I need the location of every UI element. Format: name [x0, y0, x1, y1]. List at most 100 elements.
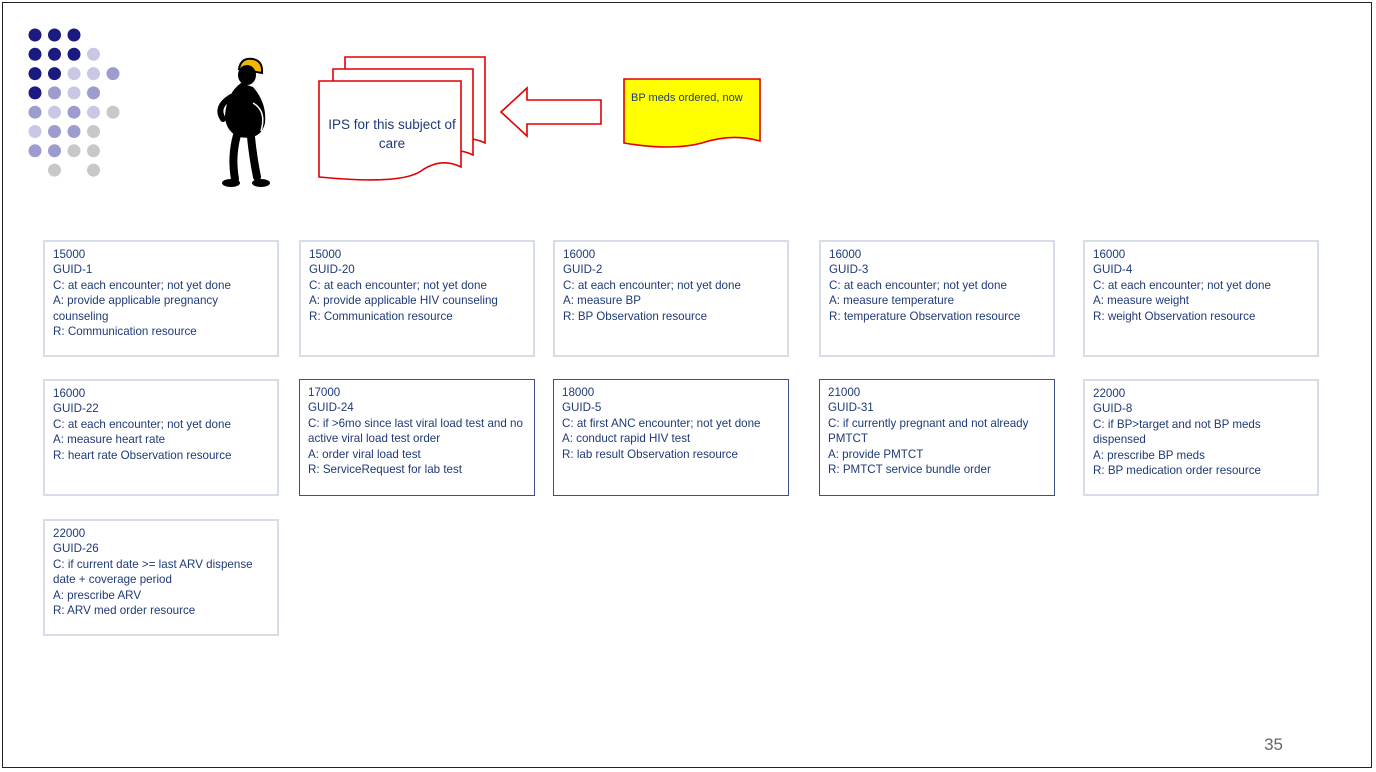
card-line: GUID-31	[828, 401, 874, 415]
decorative-dot	[67, 125, 81, 138]
card-line: C: at each encounter; not yet done	[829, 278, 1007, 292]
card-line: GUID-3	[829, 263, 869, 277]
decorative-dot	[87, 163, 100, 177]
decorative-dot	[67, 144, 81, 158]
dot-rows	[28, 28, 120, 177]
card-line: A: measure BP	[563, 294, 641, 308]
decorative-dot	[48, 28, 61, 42]
card-line: A: provide PMTCT	[828, 447, 924, 461]
decorative-dot	[48, 163, 61, 177]
card-line: R: Communication resource	[309, 309, 453, 323]
card-line: 21000	[828, 386, 861, 399]
card-line: 16000	[829, 248, 862, 261]
decorative-dot	[48, 86, 61, 100]
card-line: C: at each encounter; not yet done	[309, 278, 487, 292]
decorative-dot	[28, 144, 42, 158]
card-line: C: at first ANC encounter; not yet done	[562, 416, 761, 430]
card-line: GUID-1	[53, 263, 93, 277]
decorative-dot	[28, 125, 42, 138]
decorative-dot	[28, 67, 42, 81]
card-line: C: if >6mo since last viral load test an…	[308, 416, 527, 446]
decorative-dot	[67, 105, 81, 119]
decorative-dot	[48, 47, 61, 61]
card-line: A: provide applicable HIV counseling	[309, 294, 498, 308]
document-label: IPS for this subject of care	[328, 117, 456, 151]
card-line: 17000	[308, 386, 341, 399]
decorative-dot	[28, 28, 42, 42]
card-line: C: if BP>target and not BP meds dispense…	[1093, 417, 1264, 447]
card-line: 15000	[53, 248, 86, 261]
card-line: R: Communication resource	[53, 325, 197, 339]
decorative-dot	[67, 28, 81, 42]
card-line: C: at each encounter; not yet done	[53, 278, 231, 292]
card-line: R: ServiceRequest for lab test	[308, 463, 463, 477]
card-line: R: BP medication order resource	[1093, 464, 1261, 478]
decorative-dot	[67, 86, 81, 100]
decorative-dot	[87, 144, 100, 158]
card-line: R: BP Observation resource	[563, 309, 708, 323]
card-line: GUID-4	[1093, 263, 1133, 277]
card-line: R: PMTCT service bundle order	[828, 463, 991, 477]
person-figure-icon	[217, 57, 270, 187]
card-line: A: conduct rapid HIV test	[562, 432, 691, 446]
card-line: 16000	[563, 248, 596, 261]
card-line: GUID-20	[309, 263, 355, 277]
decorative-dot	[67, 47, 81, 61]
card-line: GUID-8	[1093, 402, 1133, 416]
card-line: R: temperature Observation resource	[829, 309, 1021, 323]
card-line: C: if current date >= last ARV dispense …	[53, 557, 256, 587]
decorative-dot	[87, 47, 100, 61]
decorative-dot	[48, 144, 61, 158]
page-number: 35	[1264, 735, 1283, 754]
card-line: C: at each encounter; not yet done	[1093, 278, 1271, 292]
decorative-dot	[28, 86, 42, 100]
decorative-dot	[48, 105, 61, 119]
decorative-dot	[87, 105, 100, 119]
card-line: C: at each encounter; not yet done	[563, 278, 741, 292]
card-line: C: at each encounter; not yet done	[53, 417, 231, 431]
decorative-dot	[28, 105, 42, 119]
left-arrow-icon	[499, 86, 602, 138]
card-line: A: prescribe BP meds	[1093, 448, 1205, 462]
decorative-dot	[106, 67, 120, 81]
card-line: A: prescribe ARV	[53, 588, 142, 602]
card-line: 15000	[309, 248, 342, 261]
card-line: R: lab result Observation resource	[562, 447, 738, 461]
card-line: R: ARV med order resource	[53, 604, 196, 618]
decorative-dot-grid	[28, 28, 120, 177]
decorative-dot	[106, 105, 120, 119]
decorative-dot	[87, 67, 100, 81]
card-line: R: weight Observation resource	[1093, 309, 1256, 323]
card-line: A: provide applicable pregnancy counseli…	[53, 294, 222, 323]
decorative-dot	[87, 86, 100, 100]
card-line: A: measure weight	[1093, 294, 1190, 308]
document-stack-icon	[318, 56, 486, 181]
card-line: 22000	[53, 527, 86, 540]
card-line: 16000	[53, 387, 86, 400]
card-line: GUID-26	[53, 542, 99, 556]
decorative-dot	[48, 67, 61, 81]
card-line: GUID-24	[308, 401, 354, 415]
card-line: R: heart rate Observation resource	[53, 448, 232, 462]
card-line: A: measure heart rate	[53, 433, 166, 447]
card-line: 18000	[562, 386, 595, 399]
decorative-dot	[48, 125, 61, 138]
card-line: 22000	[1093, 387, 1126, 400]
decorative-dot	[87, 125, 100, 138]
decorative-dot	[28, 47, 42, 61]
card-line: C: if currently pregnant and not already…	[828, 416, 1032, 446]
sticky-note-text: BP meds ordered, now	[631, 92, 743, 104]
card-line: 16000	[1093, 248, 1126, 261]
